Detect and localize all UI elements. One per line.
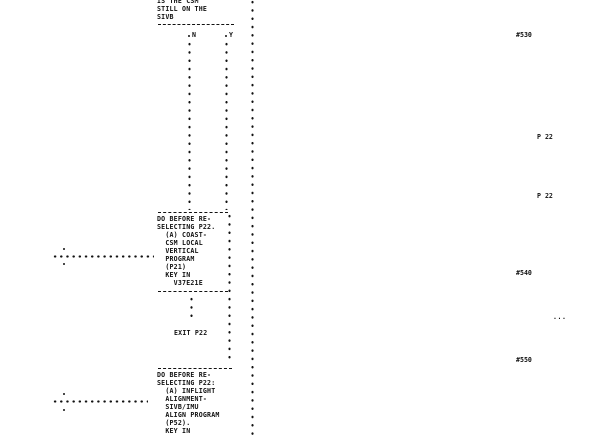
box-coast-line-1: DO BEFORE RE- — [157, 215, 212, 223]
connector-1-line — [52, 255, 154, 258]
box-inflight-line-2: SELECTING P22: — [157, 379, 216, 387]
branch-no-label: N — [192, 31, 197, 39]
margin-ref-550: #550 — [516, 356, 532, 364]
box-inflight-line-1: DO BEFORE RE- — [157, 371, 212, 379]
box-coast-line-4: CSM LOCAL — [157, 239, 203, 247]
box-coast-line-7: (P21) — [157, 263, 187, 271]
connector-1-dot-bottom — [63, 263, 66, 266]
box-inflight-line-6: ALIGN PROGRAM — [157, 411, 220, 419]
connector-2-dot-bottom — [63, 409, 66, 412]
box-coast-line-3: (A) COAST- — [157, 231, 208, 239]
margin-ref-540: #540 — [516, 269, 532, 277]
box-inflight-line-7: (P52). — [157, 419, 191, 427]
box-coast-line-5: VERTICAL — [157, 247, 199, 255]
box-coast-top-border — [158, 212, 228, 213]
decision-line-2: STILL ON THE — [157, 5, 208, 13]
box-coast-line-8: KEY IN — [157, 271, 191, 279]
box-inflight-line-3: (A) INFLIGHT — [157, 387, 216, 395]
box-coast-line-2: SELECTING P22. — [157, 223, 216, 231]
box-coast-line-9: V37E21E — [157, 279, 203, 287]
box-coast-bottom-border — [158, 291, 228, 292]
flow-line-yes — [225, 40, 228, 210]
connector-1-dot-top — [63, 248, 66, 251]
flow-line-no — [188, 40, 191, 210]
margin-ref-p22-a: P 22 — [537, 133, 553, 141]
flow-line-main — [251, 0, 254, 438]
branch-yes-label: Y — [229, 31, 234, 39]
flow-line-exit — [190, 295, 193, 320]
decision-line-1: IS THE CSM — [157, 0, 199, 5]
decision-bottom-border — [158, 24, 234, 25]
exit-p22-label: EXIT P22 — [174, 329, 208, 337]
box-inflight-line-4: ALIGNMENT- — [157, 395, 208, 403]
box-inflight-line-5: SIVB/IMU — [157, 403, 199, 411]
margin-ref-530: #530 — [516, 31, 532, 39]
branch-n-dot — [188, 35, 191, 38]
margin-ref-p22-b: P 22 — [537, 192, 553, 200]
flow-line-box-right — [228, 212, 231, 362]
connector-2-dot-top — [63, 393, 66, 396]
decision-line-3: SIVB — [157, 13, 174, 21]
branch-y-dot — [225, 35, 228, 38]
box-inflight-top-border — [158, 368, 232, 369]
box-coast-line-6: PROGRAM — [157, 255, 195, 263]
connector-2-line — [52, 400, 148, 403]
box-inflight-line-8: KEY IN — [157, 427, 191, 435]
continuation-marker: ... — [553, 313, 567, 321]
